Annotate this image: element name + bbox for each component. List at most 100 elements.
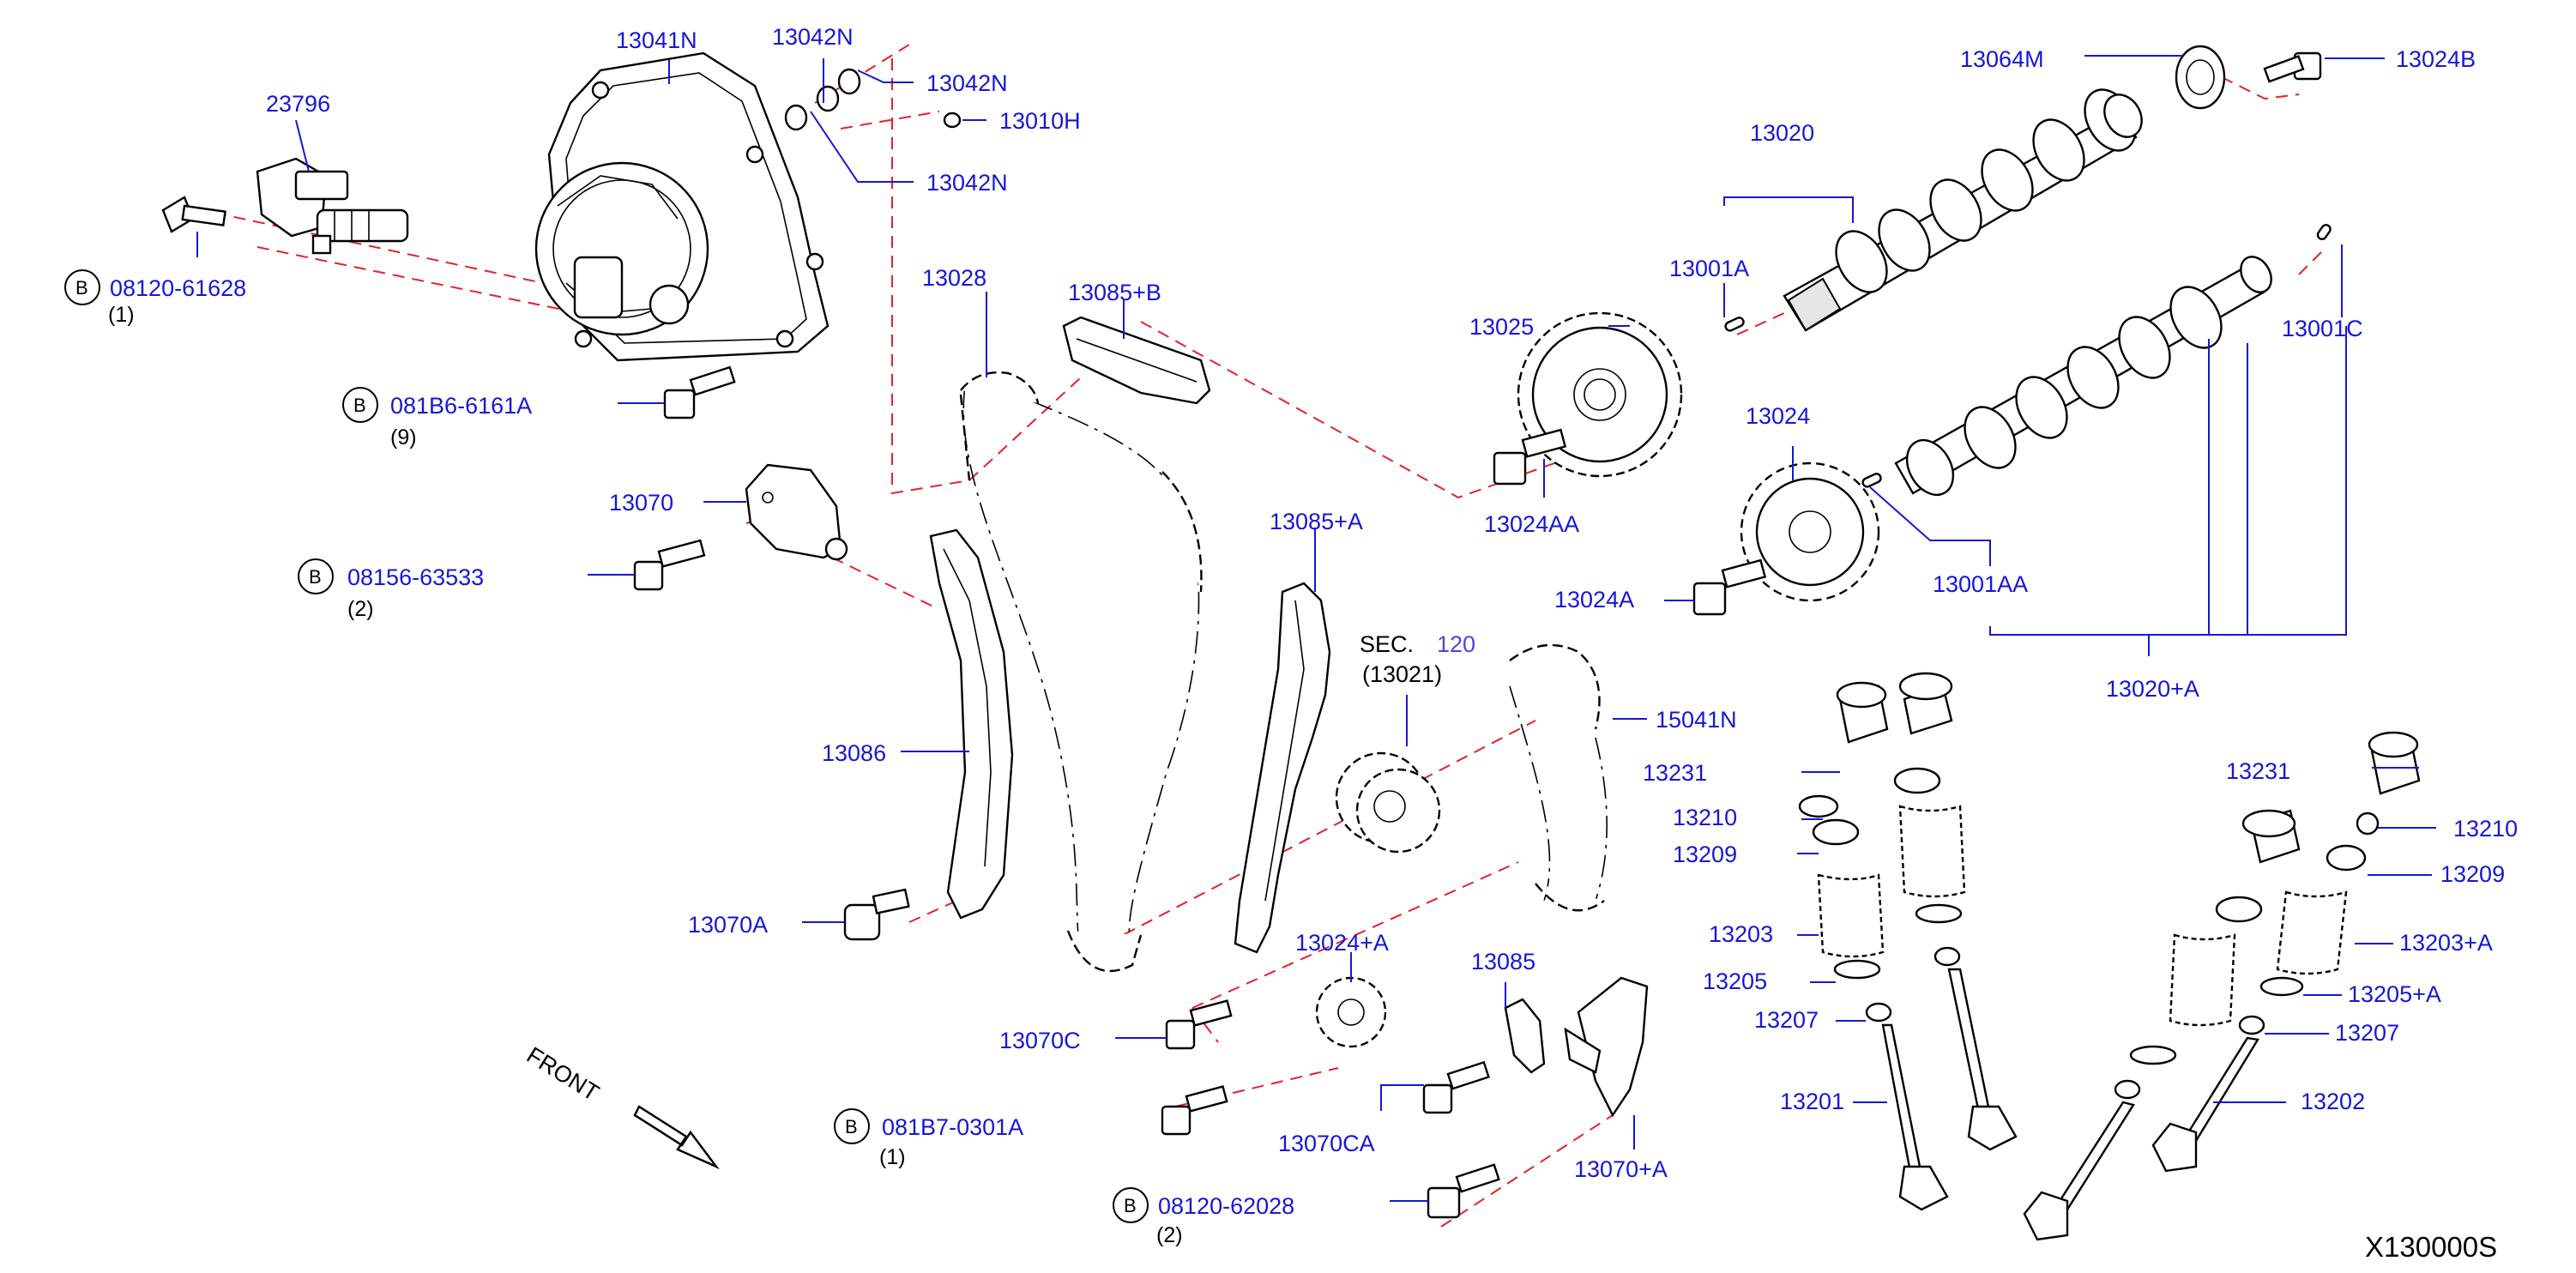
bolt-13070CA [1422, 1060, 1490, 1114]
bolt-13024A [1692, 558, 1767, 616]
valve-stack-right [2023, 731, 2421, 1241]
chain-13028 [959, 371, 1203, 973]
tensioner-arm-13086 [929, 528, 1014, 920]
sprocket-13024A-plus [1315, 976, 1387, 1048]
bolt-08156-63533 [633, 539, 706, 591]
front-cover-13041N [534, 51, 830, 362]
qty-08120-62028: (2) [1156, 1223, 1183, 1247]
label-13207-a: 13207 [1754, 1007, 1819, 1033]
label-13070CA: 13070CA [1278, 1131, 1375, 1156]
label-08120-61628: 08120-61628 [110, 275, 246, 301]
camshaft-13020A [1894, 256, 2272, 496]
bolt-marker-text: B [845, 1116, 858, 1137]
label-13064M: 13064M [1960, 46, 2044, 72]
label-13085A: 13085+A [1270, 509, 1363, 534]
label-13202: 13202 [2301, 1089, 2365, 1114]
bolt-08120-62028 [1427, 1163, 1500, 1219]
sec-number: 120 [1437, 631, 1475, 657]
label-13024B: 13024B [2396, 46, 2476, 72]
bolt-081B6-6161A [663, 365, 736, 419]
label-08156-63533: 08156-63533 [347, 564, 484, 590]
cam-sensor-23796 [256, 157, 409, 255]
label-13207-b: 13207 [2335, 1020, 2399, 1046]
seal-13064M [2175, 45, 2226, 110]
label-13210-b: 13210 [2453, 816, 2518, 842]
chain-15041N [1509, 643, 1608, 912]
label-13001AA: 13001AA [1933, 571, 2028, 597]
label-13231-b: 13231 [2226, 758, 2290, 784]
bolt-marker-text: B [75, 277, 88, 299]
diagram-code: X130000S [2365, 1231, 2497, 1263]
label-13203: 13203 [1709, 921, 1773, 947]
label-13205A: 13205+A [2348, 981, 2441, 1007]
label-13070A: 13070A [688, 912, 768, 938]
crank-sprocket-sec120 [1335, 751, 1441, 854]
qty-08156-63533: (2) [347, 597, 374, 621]
label-15041N: 15041N [1656, 707, 1737, 733]
label-13042N-c: 13042N [926, 170, 1008, 196]
bolt-13070A [843, 888, 910, 941]
qty-08120-61628: (1) [108, 303, 135, 327]
label-13028: 13028 [922, 265, 986, 291]
label-13010H: 13010H [999, 108, 1081, 134]
label-13042N-b: 13042N [926, 70, 1008, 96]
bolt-08120-61628 [161, 196, 226, 233]
label-13070C: 13070C [999, 1028, 1081, 1053]
bolt-marker-text: B [309, 566, 322, 588]
sec-sub: (13021) [1362, 661, 1442, 687]
bolt-marker-b [834, 1108, 870, 1144]
sec-prefix: SEC. [1360, 631, 1414, 657]
front-label: FRONT [522, 1042, 604, 1107]
valve-stack-left [1798, 672, 2018, 1211]
label-13024AA: 13024AA [1484, 511, 1579, 537]
label-13001C: 13001C [2282, 316, 2363, 341]
dowel-pins [1724, 224, 2332, 488]
label-13020: 13020 [1750, 120, 1814, 146]
label-13024: 13024 [1746, 403, 1810, 429]
label-13201: 13201 [1780, 1089, 1844, 1114]
leader-lines [196, 55, 2436, 1202]
label-13024A-plus: 13024+A [1295, 930, 1389, 956]
bolt-13024B [2263, 51, 2322, 83]
label-13042N-a: 13042N [772, 24, 854, 50]
tensioner-13070A-plus [1564, 976, 1649, 1118]
label-13209-a: 13209 [1673, 842, 1737, 867]
bolt-081B7-0301A [1161, 1085, 1228, 1136]
label-13025: 13025 [1469, 314, 1534, 340]
guide-13085 [1504, 998, 1546, 1074]
tensioner-13070 [745, 463, 848, 561]
label-13024A: 13024A [1554, 587, 1634, 612]
label-23796: 23796 [266, 91, 330, 117]
o-rings [784, 68, 962, 131]
label-13070A-plus: 13070+A [1574, 1156, 1668, 1182]
bolt-13024AA [1493, 428, 1567, 486]
assembly-lines [214, 44, 2326, 1228]
label-13205: 13205 [1703, 968, 1767, 994]
qty-081B7-0301A: (1) [879, 1145, 906, 1169]
label-13041N: 13041N [616, 27, 697, 53]
labels: 13041N 13042N 13042N 13042N 13010H 23796… [64, 24, 2518, 1263]
label-13001A: 13001A [1669, 256, 1749, 281]
label-13020A: 13020+A [2106, 676, 2199, 702]
label-13231-a: 13231 [1643, 760, 1707, 786]
qty-081B6-6161A: (9) [390, 425, 417, 449]
label-08120-62028: 08120-62028 [1158, 1193, 1294, 1219]
label-13085: 13085 [1471, 949, 1535, 974]
label-13210-a: 13210 [1673, 805, 1737, 830]
label-13203A: 13203+A [2399, 930, 2493, 956]
bolt-marker-b [64, 269, 100, 305]
bolt-marker-text: B [1124, 1195, 1137, 1216]
label-13086: 13086 [822, 740, 886, 766]
label-13209-b: 13209 [2440, 861, 2505, 887]
label-13085B: 13085+B [1068, 280, 1161, 305]
bolt-marker-b [298, 558, 334, 594]
label-13070: 13070 [609, 490, 673, 516]
bolt-marker-b [342, 387, 378, 423]
label-081B7-0301A: 081B7-0301A [882, 1114, 1023, 1140]
chain-guide-13085A [1234, 582, 1331, 954]
bolt-marker-text: B [353, 395, 366, 416]
bolt-13070C [1165, 999, 1233, 1050]
chain-guide-13085B [1062, 316, 1211, 405]
front-arrow-icon [633, 1105, 720, 1170]
